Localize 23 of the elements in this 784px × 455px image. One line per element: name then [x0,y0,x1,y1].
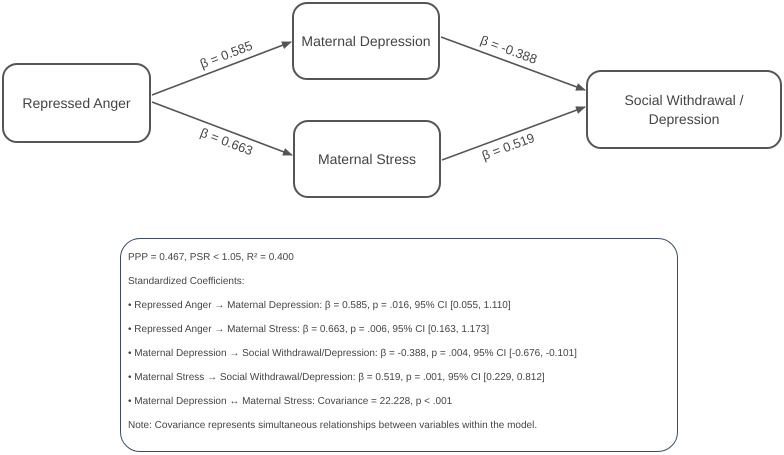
variable-box [293,120,441,198]
arrow [442,106,586,161]
note-text: • Repressed Anger → Maternal Depression: β = 0.585, p = .016, 95% CI [0.055, 1.110] [128,299,511,313]
note-text: • Maternal Depression ↔ Maternal Stress: Covariance = 22.228, p < .001 [128,395,452,409]
node-label: Maternal Depression [301,32,431,50]
note-text: PPP = 0.467, PSR < 1.05, R² = 0.400 [128,251,294,265]
edge-label: β = 0.585 [198,39,255,72]
note-text: Standardized Coefficients: [128,275,245,289]
variable-box [292,2,440,80]
variable-box [2,63,151,143]
arrow [440,36,586,91]
note-text: • Maternal Stress → Social Withdrawal/Depression: β = 0.519, p = .001, 95% CI [0.229, 0.812] [128,371,545,385]
node-label: Maternal Stress [318,150,416,168]
node-label: Repressed Anger [22,94,131,112]
edge-label: β = 0.519 [480,130,537,163]
note-text: • Maternal Depression → Social Withdrawal/Depression: β = -0.388, p = .004, 95% CI [-0.676, -0.101] [128,347,577,361]
arrow [152,101,293,156]
variable-box [586,70,782,149]
notes-panel [120,238,678,452]
note-text: • Repressed Anger → Maternal Stress: β = 0.663, p = .006, 95% CI [0.163, 1.173] [128,323,490,337]
arrow [152,41,292,96]
note-text: Note: Covariance represents simultaneous relationships between variables within the model. [128,419,538,433]
node-label: Social Withdrawal / Depression [623,91,745,128]
